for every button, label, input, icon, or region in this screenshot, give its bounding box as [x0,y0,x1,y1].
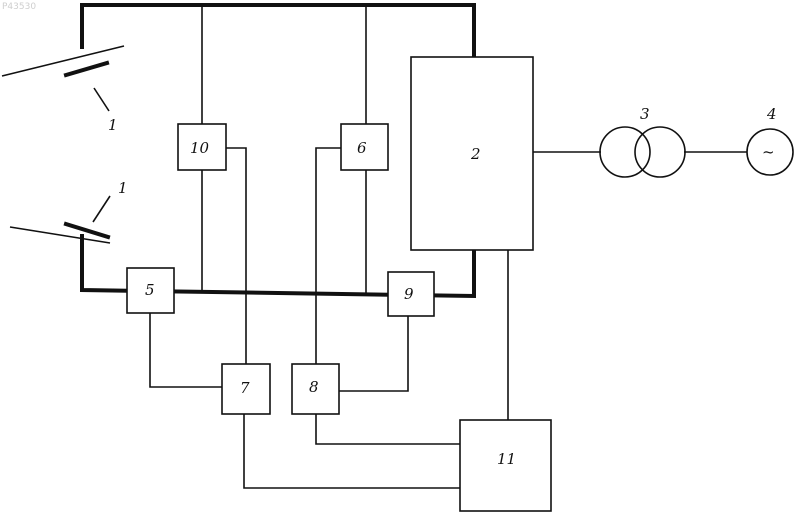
generator-symbol: ~ [762,143,775,161]
block-9-label: 9 [404,285,414,303]
antenna-top-leader [94,88,109,111]
block-11: 11 [460,420,551,511]
block-10-label: 10 [190,139,210,157]
wire-5-to-7 [150,313,222,387]
wire-6-to-8 [316,148,341,364]
transformer-coil-right [635,127,685,177]
antenna-top: 1 [2,46,124,134]
wire-7-to-11 [244,414,460,488]
generator-4: ~ 4 [747,105,793,175]
block-8: 8 [292,364,339,414]
block-5: 5 [127,268,174,313]
antenna-bottom-leader [93,196,110,222]
block-6-label: 6 [357,139,367,157]
transformer-label: 3 [640,105,650,123]
block-7: 7 [222,364,270,414]
antenna-bottom: 1 [10,179,128,243]
generator-label: 4 [766,105,777,123]
antenna-bottom-label: 1 [118,179,128,197]
antenna-bottom-bar [66,224,108,237]
block-9: 9 [388,272,434,316]
antenna-top-wire [2,46,124,76]
top-power-bus [82,5,474,57]
antenna-top-bar [66,63,107,75]
block-2-label: 2 [470,145,481,163]
wire-8-to-11 [316,414,460,444]
wire-10-to-7 [226,148,246,364]
block-2: 2 [411,57,533,250]
block-7-label: 7 [240,379,250,397]
wire-9-to-8 [339,316,408,391]
block-10: 10 [178,124,226,170]
watermark-text: P43530 [2,2,36,12]
transformer-3: 3 [600,105,685,177]
block-11-label: 11 [497,450,516,468]
block-5-label: 5 [145,281,155,299]
antenna-top-label: 1 [108,116,118,134]
block-6: 6 [341,124,388,170]
block-8-label: 8 [309,378,319,396]
